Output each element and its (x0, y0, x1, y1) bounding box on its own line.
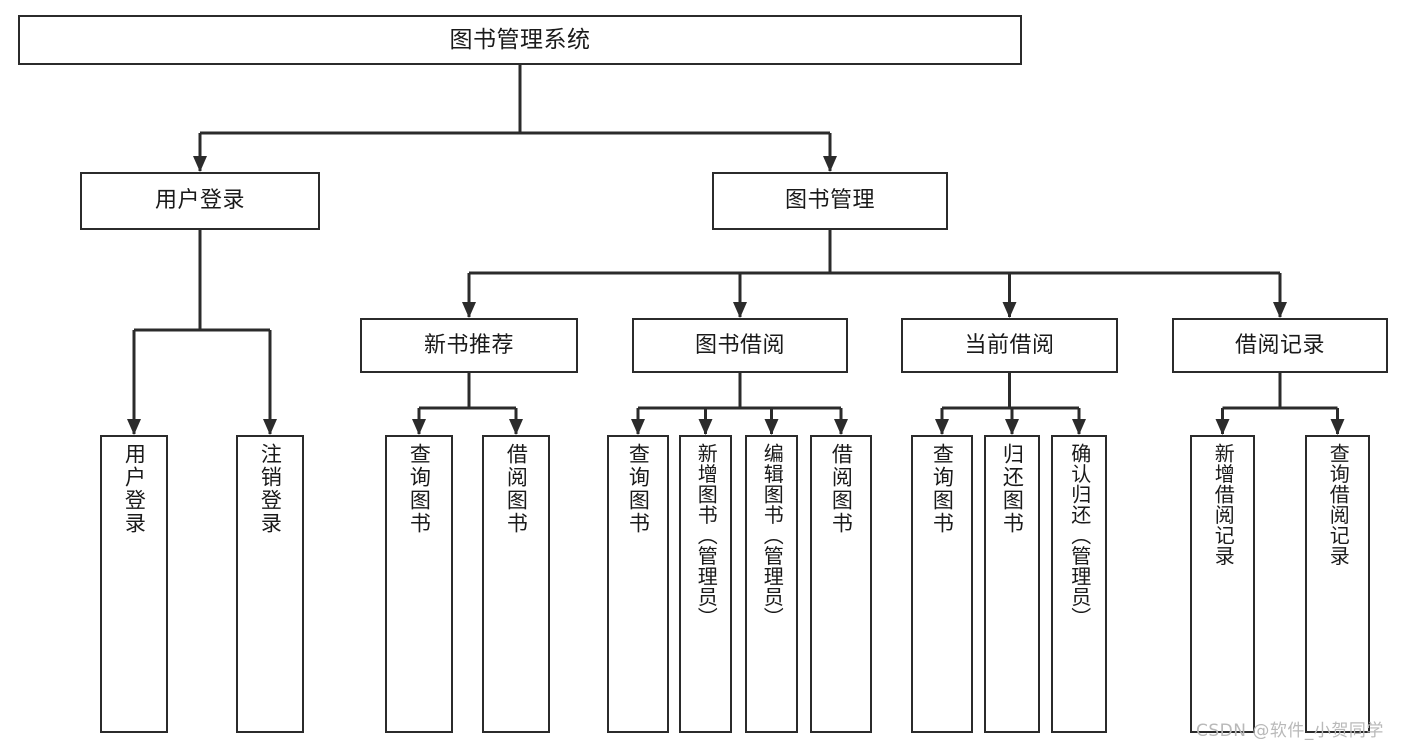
node-label: 借阅图书 (829, 443, 854, 535)
node-label: 查询图书 (407, 443, 432, 535)
node-label: 查询借阅记录 (1326, 443, 1351, 566)
node-leaf-query-borrow-record[interactable]: 查询借阅记录 (1305, 435, 1370, 733)
node-user-login[interactable]: 用户登录 (80, 172, 320, 230)
node-label: 用户登录 (122, 443, 147, 535)
node-label: 查询图书 (930, 443, 955, 535)
node-root-book-management-system[interactable]: 图书管理系统 (18, 15, 1022, 65)
node-book-borrowing[interactable]: 图书借阅 (632, 318, 848, 373)
node-label: 当前借阅 (964, 332, 1055, 358)
node-leaf-return-book[interactable]: 归还图书 (984, 435, 1040, 733)
node-label: 新书推荐 (423, 332, 514, 358)
node-leaf-query-book-borrow[interactable]: 查询图书 (607, 435, 669, 733)
node-book-management[interactable]: 图书管理 (712, 172, 948, 230)
node-label: 借阅图书 (504, 443, 529, 535)
node-label: 新增图书（管理员） (694, 443, 719, 628)
node-label: 确认归还（管理员） (1067, 443, 1092, 628)
node-leaf-query-book-current[interactable]: 查询图书 (911, 435, 973, 733)
node-label: 新增借阅记录 (1211, 443, 1236, 566)
node-borrowing-records[interactable]: 借阅记录 (1172, 318, 1388, 373)
node-leaf-add-borrow-record[interactable]: 新增借阅记录 (1190, 435, 1255, 733)
node-label: 图书借阅 (694, 332, 785, 358)
node-label: 注销登录 (258, 443, 283, 535)
node-leaf-query-book-recommend[interactable]: 查询图书 (385, 435, 453, 733)
node-leaf-logout[interactable]: 注销登录 (236, 435, 304, 733)
node-leaf-borrow-book-recommend[interactable]: 借阅图书 (482, 435, 550, 733)
csdn-watermark: CSDN @软件_小贺同学 (1196, 721, 1384, 741)
node-new-book-recommendation[interactable]: 新书推荐 (360, 318, 578, 373)
node-label: 用户登录 (154, 188, 245, 214)
node-leaf-confirm-return-admin[interactable]: 确认归还（管理员） (1051, 435, 1107, 733)
node-label: 归还图书 (1000, 443, 1025, 535)
node-label: 借阅记录 (1234, 332, 1325, 358)
node-leaf-add-book-admin[interactable]: 新增图书（管理员） (679, 435, 732, 733)
node-leaf-edit-book-admin[interactable]: 编辑图书（管理员） (745, 435, 798, 733)
node-label: 图书管理 (784, 188, 875, 214)
node-label: 编辑图书（管理员） (760, 443, 785, 628)
node-label: 查询图书 (626, 443, 651, 535)
node-leaf-borrow-book[interactable]: 借阅图书 (810, 435, 872, 733)
node-label: 图书管理系统 (449, 26, 591, 53)
node-leaf-user-login[interactable]: 用户登录 (100, 435, 168, 733)
node-current-borrowing[interactable]: 当前借阅 (901, 318, 1118, 373)
